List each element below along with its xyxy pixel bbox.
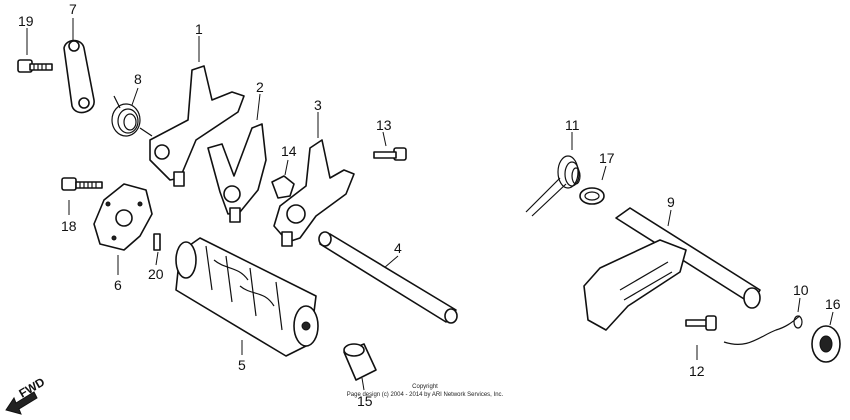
part-4-fork-shaft[interactable] <box>318 231 458 324</box>
copyright-line: Page design (c) 2004 - 2014 by ARI Netwo… <box>347 392 504 398</box>
callout-16: 16 <box>825 296 841 312</box>
callout-19: 19 <box>18 13 34 29</box>
part-19-bolt[interactable] <box>17 28 53 73</box>
part-15-collar[interactable] <box>343 343 377 391</box>
callout-11: 11 <box>565 117 580 133</box>
callout-20: 20 <box>148 266 164 282</box>
part-11-spring[interactable] <box>525 132 581 217</box>
part-5-shift-drum[interactable] <box>175 237 319 357</box>
callout-3: 3 <box>314 97 322 113</box>
callout-17: 17 <box>599 150 615 166</box>
part-18-bolt[interactable] <box>61 177 103 215</box>
callout-6: 6 <box>114 277 122 293</box>
callout-18: 18 <box>61 218 77 234</box>
part-9-shift-shaft[interactable] <box>583 207 761 331</box>
part-17-circlip[interactable] <box>579 165 607 205</box>
callout-5: 5 <box>238 357 246 373</box>
part-14-clip[interactable] <box>271 159 295 199</box>
callout-7: 7 <box>69 1 77 17</box>
callout-8: 8 <box>134 71 142 87</box>
part-10-return-spring[interactable] <box>723 297 803 345</box>
callout-2: 2 <box>256 79 264 95</box>
callout-14: 14 <box>281 143 297 159</box>
part-20-pin[interactable] <box>153 233 161 266</box>
part-16-oil-seal[interactable] <box>811 311 841 363</box>
part-3-shift-fork[interactable] <box>273 112 355 247</box>
fwd-arrow-icon <box>5 391 38 415</box>
callout-1: 1 <box>195 21 203 37</box>
part-13-bolt[interactable] <box>373 131 407 161</box>
callout-13: 13 <box>376 117 392 133</box>
part-1-shift-fork[interactable] <box>149 36 245 187</box>
part-12-bolt[interactable] <box>685 315 717 360</box>
copyright-label: Copyright <box>412 384 438 390</box>
callout-4: 4 <box>394 240 402 256</box>
callout-10: 10 <box>793 282 809 298</box>
part-7-arm[interactable] <box>63 18 95 114</box>
part-6-cam-plate[interactable] <box>93 183 153 275</box>
part-2-shift-fork[interactable] <box>207 93 267 223</box>
callout-9: 9 <box>667 194 675 210</box>
part-8-spring[interactable] <box>111 87 153 137</box>
callout-15: 15 <box>357 393 373 409</box>
callout-12: 12 <box>689 363 705 379</box>
